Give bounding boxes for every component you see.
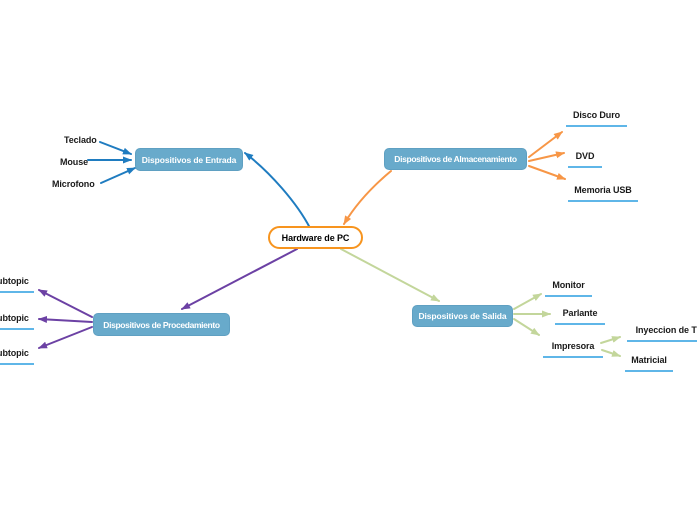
connector-microfono-entrada: [100, 167, 136, 184]
topic-label: Dispositivos de Procedamiento: [103, 319, 220, 330]
connector-impresora-inyeccion: [600, 336, 621, 344]
leaf-label: Subtopic: [0, 348, 29, 358]
leaf-label: Subtopic: [0, 313, 29, 323]
root-node-label: Hardware de PC: [281, 232, 350, 243]
topic-node-dispositivos-de-salida[interactable]: Dispositivos de Salida: [412, 305, 513, 327]
leaf-label: DVD: [575, 151, 595, 161]
topic-node-dispositivos-de-entrada[interactable]: Dispositivos de Entrada: [135, 148, 243, 171]
leaf-subtopic-2[interactable]: Subtopic: [0, 313, 34, 330]
topic-node-dispositivos-de-almacenamiento[interactable]: Dispositivos de Almacenamiento: [384, 148, 527, 170]
leaf-teclado[interactable]: Teclado: [64, 135, 97, 146]
topic-label: Dispositivos de Almacenamiento: [394, 154, 517, 164]
connector-salida-impresora: [513, 318, 540, 336]
leaf-label: Disco Duro: [572, 110, 620, 120]
connector-center-salida: [340, 248, 440, 302]
connector-center-entrada: [244, 152, 311, 229]
connector-almacenamiento-dvd: [528, 151, 565, 162]
leaf-label: Impresora: [551, 341, 595, 351]
leaf-microfono[interactable]: Microfono: [52, 179, 95, 190]
leaf-monitor[interactable]: Monitor: [545, 280, 592, 297]
connector-procedamiento-subtopic-3: [38, 326, 93, 349]
leaf-label: Subtopic: [0, 276, 29, 286]
topic-label: Dispositivos de Entrada: [141, 154, 237, 165]
connector-teclado-entrada: [99, 141, 132, 155]
connector-procedamiento-subtopic-1: [38, 289, 93, 318]
connector-almacenamiento-center: [343, 170, 392, 225]
leaf-label: Memoria USB: [574, 185, 632, 195]
leaf-inyeccion-de-tinta[interactable]: Inyeccion de Tin: [627, 325, 697, 342]
connector-salida-monitor: [513, 293, 542, 310]
leaf-label: Parlante: [562, 308, 598, 318]
leaf-label: Microfono: [52, 179, 95, 189]
connector-almacenamiento-disco-duro: [528, 131, 563, 158]
topic-node-dispositivos-de-procedamiento[interactable]: Dispositivos de Procedamiento: [93, 313, 230, 336]
leaf-dvd[interactable]: DVD: [568, 151, 602, 168]
leaf-label: Monitor: [552, 280, 585, 290]
topic-label: Dispositivos de Salida: [418, 311, 507, 321]
leaf-label: Mouse: [60, 157, 89, 167]
leaf-subtopic-1[interactable]: Subtopic: [0, 276, 34, 293]
leaf-impresora[interactable]: Impresora: [543, 341, 603, 358]
root-node-hardware-de-pc[interactable]: Hardware de PC: [268, 226, 363, 249]
leaf-label: Teclado: [64, 135, 97, 145]
leaf-memoria-usb[interactable]: Memoria USB: [568, 185, 638, 202]
leaf-matricial[interactable]: Matricial: [625, 355, 673, 372]
leaf-subtopic-3[interactable]: Subtopic: [0, 348, 34, 365]
connector-procedamiento-subtopic-2: [38, 315, 93, 323]
connector-center-procedamiento: [181, 248, 298, 310]
leaf-mouse[interactable]: Mouse: [60, 157, 88, 168]
leaf-label: Inyeccion de Tin: [635, 325, 697, 335]
leaf-disco-duro[interactable]: Disco Duro: [566, 110, 627, 127]
connector-almacenamiento-memoria-usb: [528, 165, 566, 180]
leaf-label: Matricial: [631, 355, 667, 365]
connector-impresora-matricial: [601, 349, 621, 357]
leaf-parlante[interactable]: Parlante: [555, 308, 605, 325]
